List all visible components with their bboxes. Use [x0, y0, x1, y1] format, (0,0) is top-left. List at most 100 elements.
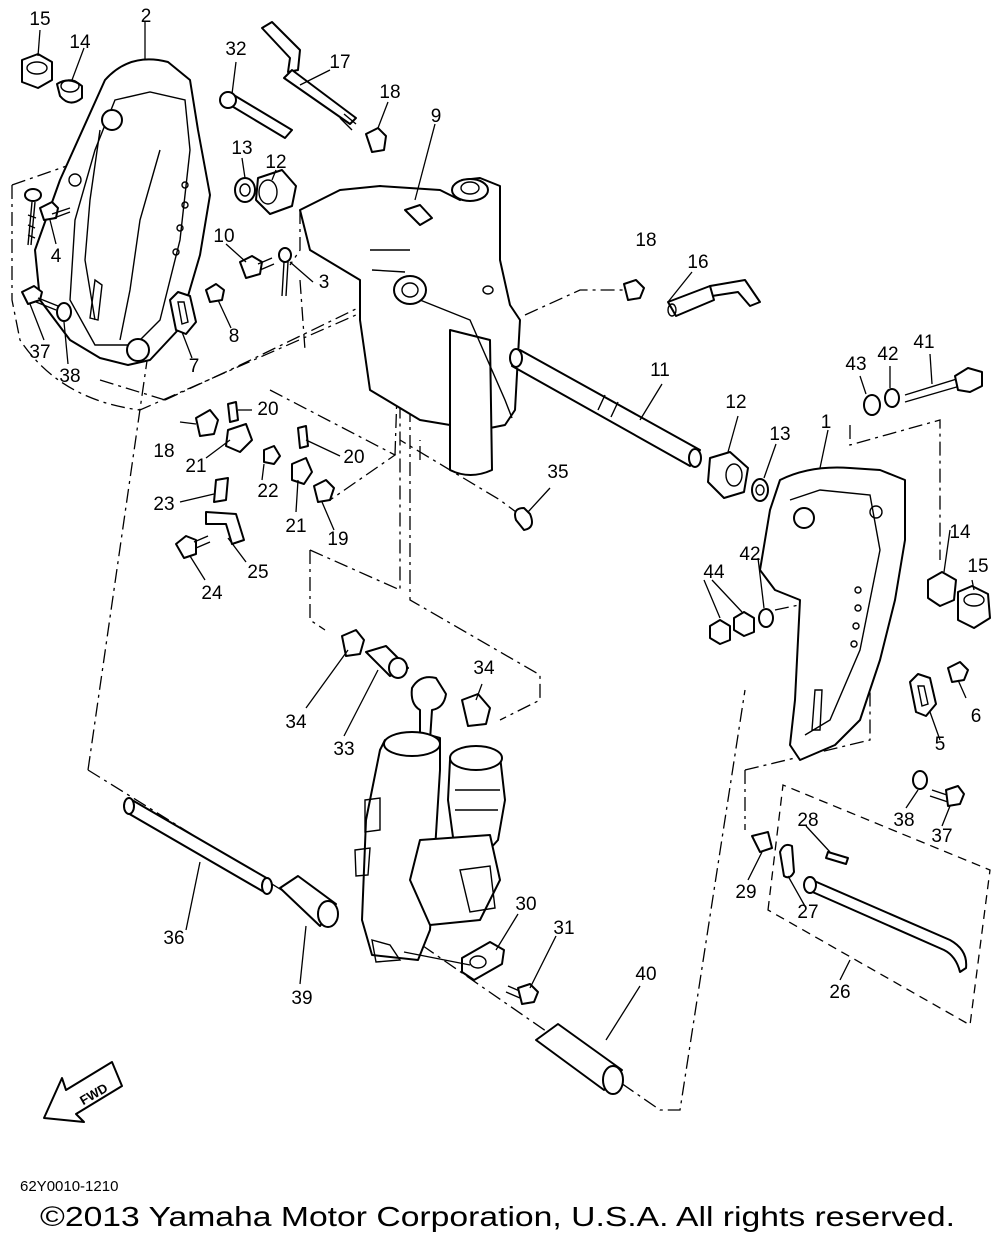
- bush-part-18-right: [623, 279, 645, 301]
- bush-part-34-left: [341, 629, 365, 657]
- tilt-rod-part-26: [803, 876, 968, 973]
- shaft-part-36: [123, 797, 273, 895]
- callout-41: 41: [913, 332, 934, 353]
- screw-part-4: [24, 188, 71, 246]
- clamp-bracket-right: [759, 466, 906, 761]
- callout-15: 15: [29, 9, 50, 30]
- callout-15: 15: [967, 556, 988, 577]
- drawing-code: 62Y0010-1210: [20, 1178, 118, 1195]
- callout-1: 1: [821, 412, 832, 433]
- callout-24: 24: [201, 583, 223, 604]
- callout-42: 42: [877, 344, 898, 365]
- wire-lead-part-3: [278, 247, 292, 297]
- callout-25: 25: [247, 562, 268, 583]
- callout-21: 21: [185, 456, 206, 477]
- callout-26: 26: [829, 982, 850, 1003]
- callout-43: 43: [845, 354, 866, 375]
- grommet-part-5: [909, 673, 937, 717]
- lever-part-16: [667, 279, 761, 317]
- washer-part-13-right: [751, 478, 769, 502]
- kit-26-boundary: [767, 784, 991, 1027]
- washer-part-42-mid: [758, 608, 774, 628]
- callout-39: 39: [291, 988, 312, 1009]
- callout-12: 12: [725, 392, 746, 413]
- bushing-part-12-right: [707, 451, 749, 499]
- callout-10: 10: [213, 226, 234, 247]
- callout-13: 13: [231, 138, 252, 159]
- callout-34: 34: [285, 712, 307, 733]
- callout-17: 17: [329, 52, 350, 73]
- callout-38: 38: [59, 366, 80, 387]
- callout-9: 9: [431, 106, 442, 127]
- bolt-part-24: [175, 535, 211, 559]
- callout-20: 20: [257, 399, 278, 420]
- callout-16: 16: [687, 252, 708, 273]
- fwd-arrow-icon: FWD: [43, 1061, 123, 1123]
- bolt-part-8: [205, 283, 225, 303]
- nut-part-15-left: [21, 53, 53, 89]
- tilt-tube-part-11: [509, 348, 702, 468]
- callout-35: 35: [547, 462, 568, 483]
- callout-34: 34: [473, 658, 495, 679]
- spacer-part-22: [263, 445, 281, 465]
- nut-part-44-a: [709, 619, 731, 645]
- bolt-part-37-right: [929, 785, 965, 807]
- bolt-part-41: [904, 367, 983, 403]
- callout-18: 18: [379, 82, 400, 103]
- collar-part-33: [365, 645, 409, 679]
- bolt-part-37-left: [21, 285, 59, 311]
- callout-22: 22: [257, 481, 278, 502]
- washer-part-43: [863, 394, 881, 416]
- callout-20: 20: [343, 447, 364, 468]
- plate-part-21-left: [225, 423, 253, 453]
- callout-4: 4: [51, 246, 62, 267]
- callout-29: 29: [735, 882, 756, 903]
- bush-part-29: [751, 831, 773, 853]
- callout-2: 2: [141, 6, 152, 27]
- callout-6: 6: [971, 706, 982, 727]
- grommet-part-7: [169, 291, 197, 335]
- plate-part-27: [779, 843, 795, 879]
- callout-18: 18: [153, 441, 174, 462]
- callout-28: 28: [797, 810, 818, 831]
- collar-part-39: [279, 875, 339, 928]
- plate-part-25: [205, 511, 245, 545]
- collar-part-40: [535, 1023, 624, 1095]
- callout-8: 8: [229, 326, 240, 347]
- washer-part-38-right: [912, 770, 928, 790]
- callout-23: 23: [153, 494, 174, 515]
- callout-37: 37: [931, 826, 952, 847]
- power-trim-tilt-unit: [354, 676, 506, 963]
- bolt-part-6: [947, 661, 969, 683]
- callout-13: 13: [769, 424, 790, 445]
- lever-part-17: [261, 21, 357, 131]
- bolt-part-10: [239, 255, 275, 279]
- callout-42: 42: [739, 544, 760, 565]
- callout-40: 40: [635, 964, 656, 985]
- callout-19: 19: [327, 529, 348, 550]
- spring-part-23: [213, 477, 229, 503]
- callout-5: 5: [935, 734, 946, 755]
- bolt-part-31: [505, 983, 539, 1005]
- pin-part-32: [219, 91, 293, 139]
- nut-part-44-b: [733, 611, 755, 637]
- nut-part-15-right: [957, 585, 991, 629]
- pin-part-20-right: [297, 425, 309, 449]
- callout-21: 21: [285, 516, 306, 537]
- clip-part-35: [514, 507, 533, 531]
- washer-part-38-left: [56, 302, 72, 322]
- bush-part-18-left: [195, 409, 219, 437]
- pin-part-20-left: [227, 401, 239, 423]
- copyright-notice: ©2013 Yamaha Motor Corporation, U.S.A. A…: [40, 1201, 955, 1232]
- bushing-part-12-left: [255, 169, 297, 215]
- bush-part-34-right: [461, 693, 491, 727]
- swivel-bracket-part-9: [299, 177, 521, 476]
- callout-7: 7: [189, 356, 200, 377]
- plate-part-30: [461, 941, 505, 981]
- callout-44: 44: [703, 562, 725, 583]
- callout-3: 3: [319, 272, 330, 293]
- callout-33: 33: [333, 739, 354, 760]
- callout-27: 27: [797, 902, 818, 923]
